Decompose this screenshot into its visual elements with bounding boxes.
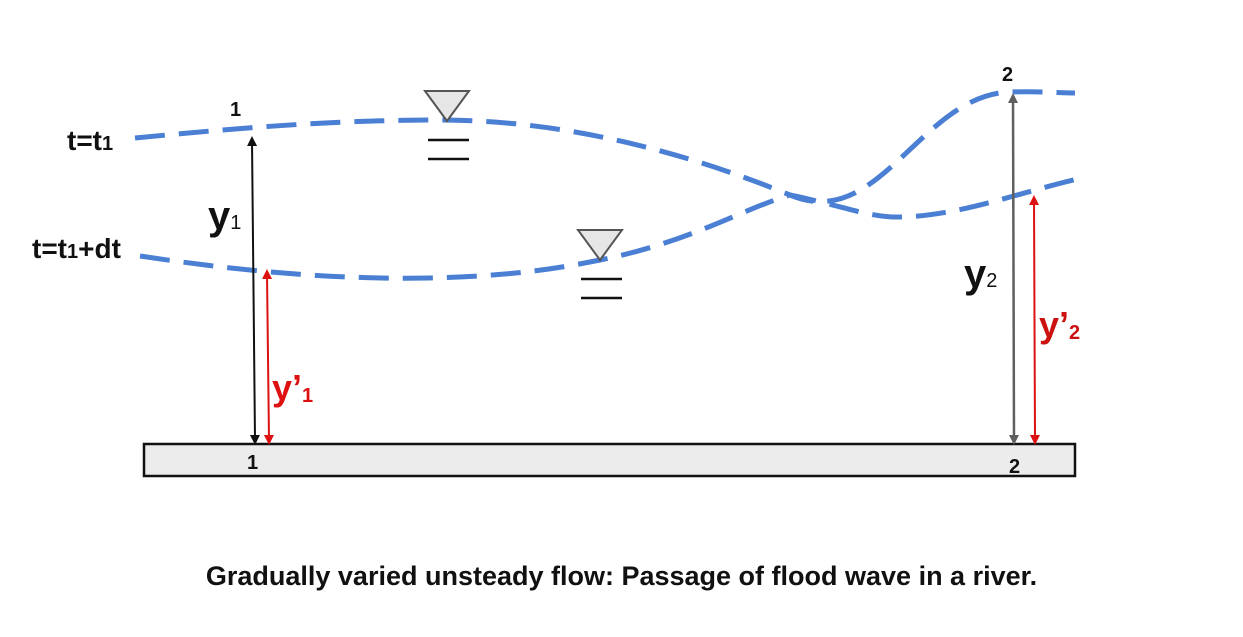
- water-surface-t1dt: [139, 175, 1083, 281]
- depth-label-y2-prime: y’2: [1039, 304, 1080, 345]
- section-1-bottom-label: 1: [247, 452, 258, 474]
- depth-label-y1-prime: y’1: [272, 367, 313, 408]
- inverted-triangle-icon: [423, 90, 471, 123]
- channel-bed: [142, 442, 1077, 478]
- time-label-t1: t=t1: [67, 125, 113, 156]
- time-label-t1-dt: t=t1+dt: [32, 233, 121, 264]
- depth-arrow-y1-prime: [262, 269, 274, 445]
- water-surface-marker-1: [423, 90, 471, 161]
- diagram-caption: Gradually varied unsteady flow: Passage …: [205, 561, 1038, 591]
- depth-arrow-y1: [247, 136, 260, 445]
- depth-arrow-y2-prime: [1029, 195, 1040, 445]
- water-surface-marker-2: [576, 229, 624, 300]
- depth-arrow-y2: [1008, 93, 1019, 445]
- water-surface-t1: [134, 89, 1076, 205]
- inverted-triangle-icon: [576, 229, 624, 262]
- section-1-top-label: 1: [230, 99, 241, 121]
- section-2-bottom-label: 2: [1009, 456, 1020, 478]
- section-2-top-label: 2: [1002, 64, 1013, 86]
- depth-label-y1: y1: [208, 194, 241, 238]
- depth-label-y2: y2: [964, 252, 997, 296]
